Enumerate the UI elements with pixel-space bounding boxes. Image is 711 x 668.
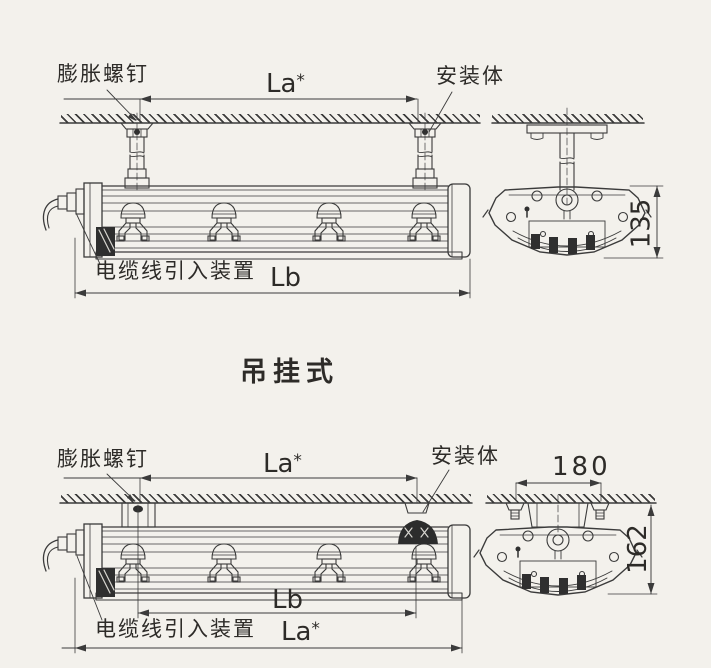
dim-la-top: La*	[266, 69, 305, 99]
label-cable-entry-top: 电缆线引入装置	[95, 259, 256, 283]
dim-lb-top: Lb	[270, 263, 301, 293]
dim-la-bottom-upper: La*	[263, 449, 302, 479]
ceiling-hatch-ceilingtype-end	[487, 494, 655, 503]
caption-suspended-type: 吊挂式	[240, 357, 339, 388]
label-expansion-bolt-top: 膨胀螺钉	[57, 62, 149, 86]
ceiling-hatch-ceilingtype-front	[61, 494, 471, 503]
dim-height-135: 135	[626, 198, 657, 249]
dim-height-162: 162	[623, 524, 653, 574]
suspended-mount-end-view	[482, 107, 664, 259]
dim-la-bottom-lower: La*	[281, 617, 320, 647]
label-cable-entry-bottom: 电缆线引入装置	[95, 617, 256, 641]
label-expansion-bolt-bottom: 膨胀螺钉	[57, 447, 149, 471]
ceiling-hatch-suspended-end	[492, 114, 643, 123]
ceiling-mount-end-view	[473, 479, 658, 596]
label-mounting-body-top: 安装体	[436, 64, 505, 88]
label-mounting-body-bottom: 安装体	[431, 444, 500, 468]
dim-lb-bottom: Lb	[272, 585, 303, 615]
suspended-mount-front-view	[43, 89, 481, 299]
dim-width-180: 180	[552, 452, 611, 482]
ceiling-hatch-suspended-front	[61, 114, 480, 123]
